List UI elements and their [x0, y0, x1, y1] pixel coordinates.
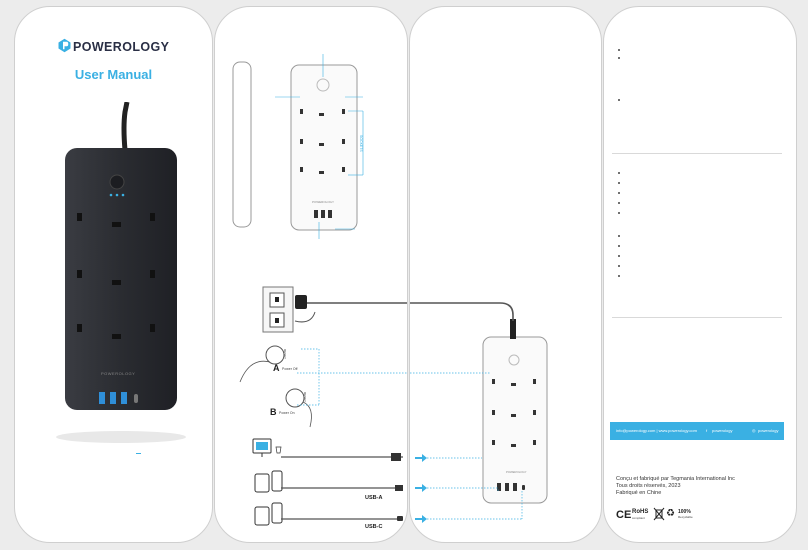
usb-c-label: USB-C — [365, 524, 383, 530]
bullet — [618, 192, 620, 194]
fr-line: Fabriqué en Chine — [616, 490, 662, 496]
strip-connection-diagram — [410, 302, 548, 523]
bullet — [618, 99, 620, 101]
facebook-icon: f — [706, 428, 708, 433]
weee-bin-icon — [653, 507, 665, 521]
bullet — [618, 212, 620, 214]
connection-panel: POWEROLOGY — [409, 6, 602, 543]
page-marker — [136, 453, 141, 454]
fr-line: Tous droits réservés, 2023 — [616, 483, 681, 489]
bullet — [618, 57, 620, 59]
bullet — [618, 182, 620, 184]
rohs-sub: compliant — [632, 516, 645, 520]
rohs-mark: RoHS — [632, 509, 649, 515]
label-b: B — [270, 407, 277, 417]
bullet — [618, 49, 620, 51]
bullet — [618, 245, 620, 247]
divider — [612, 317, 782, 318]
brand-name: POWEROLOGY — [73, 40, 170, 54]
diagram-brand-label: POWEROLOGY — [312, 200, 335, 204]
usb-a-label: USB-A — [365, 495, 383, 501]
label-a: A — [273, 363, 280, 373]
bullet — [618, 172, 620, 174]
contact-email: info@powerology.com | www.powerology.com — [616, 428, 697, 433]
bullet — [618, 202, 620, 204]
sockets-label: SOCKETS — [359, 135, 363, 152]
contact-instagram: powerology — [758, 428, 779, 433]
contact-bar: info@powerology.com | www.powerology.com… — [610, 422, 784, 440]
ce-mark-icon: CE — [616, 509, 632, 521]
page-title: User Manual — [74, 67, 153, 82]
fr-line: Conçu et fabriqué par Tegmania Internati… — [616, 476, 735, 482]
label-a-text: Power Off — [282, 367, 298, 371]
bullet — [618, 235, 620, 237]
contact-facebook: powerology — [712, 428, 733, 433]
bullet — [618, 265, 620, 267]
bullet — [618, 255, 620, 257]
strip-brand-label: POWEROLOGY — [101, 371, 136, 376]
recycle-percent: 100% — [678, 509, 691, 515]
power-strip-image — [56, 102, 186, 443]
cover-panel: POWEROLOGY User Manual — [14, 6, 213, 543]
divider — [612, 153, 782, 154]
diagram-panel: SOCKETS POWEROLOGY A Power Off B Power O… — [214, 6, 408, 543]
bullet — [618, 275, 620, 277]
recycle-icon: ♻ — [666, 508, 675, 519]
instagram-icon: ◎ — [752, 428, 756, 433]
powerology-logo-icon — [58, 38, 71, 53]
product-diagram — [232, 54, 407, 526]
recycle-sub: Recyclable — [678, 515, 693, 519]
reset-label-b: RESET — [303, 392, 307, 403]
manufacturer-info: Conçu et fabriqué par Tegmania Internati… — [616, 476, 735, 497]
strip-brand-small: POWEROLOGY — [506, 470, 527, 474]
reset-label-a: RESET — [283, 349, 287, 360]
back-panel: info@powerology.com | www.powerology.com… — [603, 6, 797, 543]
label-b-text: Power On — [279, 411, 295, 415]
